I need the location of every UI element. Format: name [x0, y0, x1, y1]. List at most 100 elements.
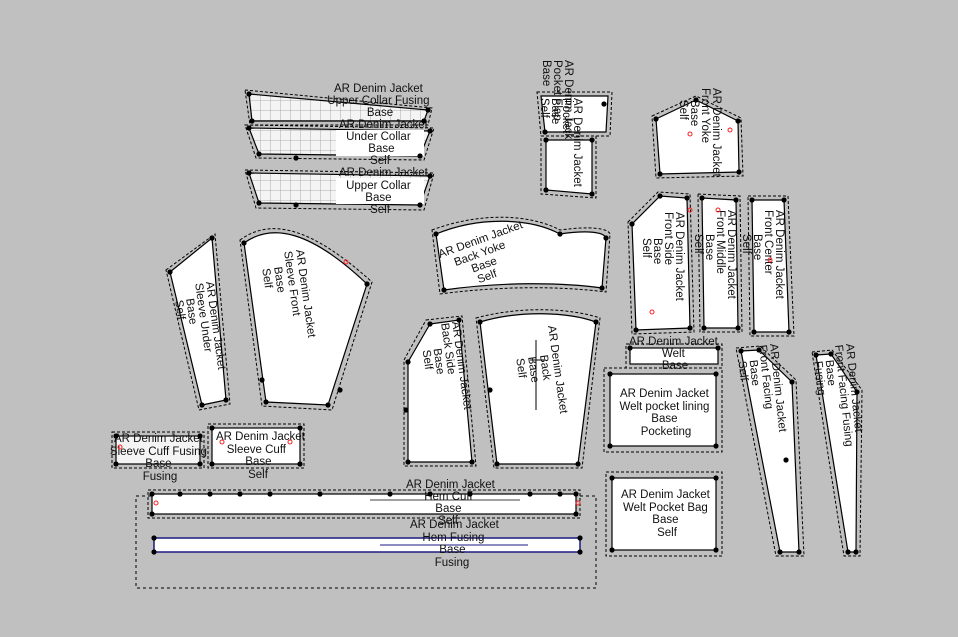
piece-pocket-flap[interactable]: AR Denim Jacket Pocket Flap Base [536, 60, 613, 152]
piece-sleeve-cuff[interactable]: AR Denim Jacket Sleeve Cuff Base Self [207, 423, 308, 481]
piece-pocket[interactable]: AR Denim Jacket Pocket Base Self [538, 98, 597, 199]
point-marker[interactable] [167, 269, 173, 275]
point-marker[interactable] [297, 461, 303, 467]
point-marker[interactable] [113, 461, 119, 467]
point-marker[interactable] [417, 202, 423, 208]
point-marker[interactable] [337, 387, 343, 393]
piece-sleeve-cuff-fusing[interactable]: AR Denim Jacket Sleeve Cuff Fusing Base … [110, 431, 210, 483]
point-marker[interactable] [177, 491, 183, 497]
point-marker[interactable] [246, 125, 252, 131]
point-marker[interactable] [241, 240, 247, 246]
point-marker[interactable] [199, 402, 205, 408]
point-marker[interactable] [735, 118, 741, 124]
point-marker[interactable] [325, 402, 331, 408]
point-marker[interactable] [653, 116, 659, 122]
point-marker[interactable] [405, 459, 411, 465]
point-marker[interactable] [601, 101, 607, 107]
point-marker[interactable] [263, 399, 269, 405]
point-marker[interactable] [256, 200, 262, 206]
point-marker[interactable] [854, 389, 860, 395]
point-marker[interactable] [733, 197, 739, 203]
point-marker[interactable] [427, 173, 433, 179]
point-marker[interactable] [256, 151, 262, 157]
piece-under-collar[interactable]: AR Denim Jacket Under Collar Base Self [244, 119, 435, 167]
piece-sleeve-under[interactable]: AR Denim Jacket Sleeve Under Base Self [165, 233, 231, 411]
point-marker[interactable] [573, 491, 579, 497]
point-marker[interactable] [607, 371, 613, 377]
piece-upper-collar[interactable]: AR Denim Jacket Upper Collar Base Self [244, 167, 435, 216]
point-marker[interactable] [207, 491, 213, 497]
point-marker[interactable] [425, 107, 431, 113]
point-marker[interactable] [786, 329, 792, 335]
point-marker[interactable] [487, 387, 493, 393]
point-marker[interactable] [713, 443, 719, 449]
point-marker[interactable] [735, 325, 741, 331]
point-marker[interactable] [364, 281, 370, 287]
point-marker[interactable] [543, 187, 549, 193]
point-marker[interactable] [577, 549, 583, 555]
point-marker[interactable] [693, 97, 699, 103]
point-marker[interactable] [713, 547, 719, 553]
point-marker[interactable] [223, 397, 229, 403]
point-marker[interactable] [427, 491, 433, 497]
point-marker[interactable] [149, 491, 155, 497]
piece-welt[interactable]: AR Denim Jacket Welt Base [625, 336, 723, 372]
piece-welt-pocket-lining[interactable]: AR Denim Jacket Welt pocket lining Base … [603, 367, 723, 453]
point-marker[interactable] [749, 197, 755, 203]
point-marker[interactable] [113, 433, 119, 439]
point-marker[interactable] [699, 195, 705, 201]
point-marker[interactable] [387, 491, 393, 497]
point-marker[interactable] [777, 549, 783, 555]
point-marker[interactable] [633, 327, 639, 333]
point-marker[interactable] [197, 461, 203, 467]
point-marker[interactable] [627, 345, 633, 351]
piece-front-center[interactable]: AR Denim Jacket Front Center Base Self [740, 195, 795, 337]
point-marker[interactable] [441, 287, 447, 293]
point-marker[interactable] [781, 197, 787, 203]
point-marker[interactable] [267, 491, 273, 497]
point-marker[interactable] [603, 235, 609, 241]
point-marker[interactable] [687, 325, 693, 331]
point-marker[interactable] [249, 118, 255, 124]
point-marker[interactable] [657, 193, 663, 199]
point-marker[interactable] [589, 137, 595, 143]
piece-sleeve-front[interactable]: AR Denim Jacket Sleeve Front Base Self [239, 228, 373, 411]
point-marker[interactable] [209, 461, 215, 467]
point-marker[interactable] [577, 535, 583, 541]
point-marker[interactable] [456, 317, 462, 323]
piece-hem-fusing[interactable]: AR Denim Jacket Hem Fusing Base Fusing [153, 519, 581, 569]
point-marker[interactable] [246, 170, 252, 176]
point-marker[interactable] [197, 433, 203, 439]
piece-front-side[interactable]: AR Denim Jacket Front Side Base Self [627, 191, 695, 335]
point-marker[interactable] [403, 407, 409, 413]
piece-front-facing[interactable]: AR Denim Jacket Front Facing Base Self [734, 343, 805, 557]
point-marker[interactable] [609, 475, 615, 481]
point-marker[interactable] [469, 459, 475, 465]
piece-back-yoke[interactable]: AR Denim Jacket Back Yoke Base Self [431, 216, 611, 295]
piece-welt-pocket-bag[interactable]: AR Denim Jacket Welt Pocket Bag Base Sel… [605, 471, 723, 557]
point-marker[interactable] [609, 547, 615, 553]
point-marker[interactable] [209, 425, 215, 431]
piece-front-yoke[interactable]: AR Denim Jacket Front Yoke Base Self [651, 88, 744, 180]
point-marker[interactable] [756, 347, 762, 353]
point-marker[interactable] [246, 91, 252, 97]
point-marker[interactable] [542, 129, 548, 135]
piece-back[interactable]: AR Denim Jacket Back Base Self [475, 309, 601, 469]
point-marker[interactable] [573, 511, 579, 517]
point-marker[interactable] [599, 285, 605, 291]
point-marker[interactable] [657, 171, 663, 177]
point-marker[interactable] [237, 491, 243, 497]
point-marker[interactable] [796, 549, 802, 555]
point-marker[interactable] [297, 425, 303, 431]
point-marker[interactable] [543, 137, 549, 143]
piece-back-side[interactable]: AR Denim Jacket Back Side Base Self [403, 315, 477, 467]
point-marker[interactable] [828, 351, 834, 357]
point-marker[interactable] [317, 491, 323, 497]
point-marker[interactable] [713, 475, 719, 481]
point-marker[interactable] [467, 491, 473, 497]
point-marker[interactable] [405, 359, 411, 365]
point-marker[interactable] [151, 535, 157, 541]
point-marker[interactable] [593, 319, 599, 325]
point-marker[interactable] [789, 379, 795, 385]
